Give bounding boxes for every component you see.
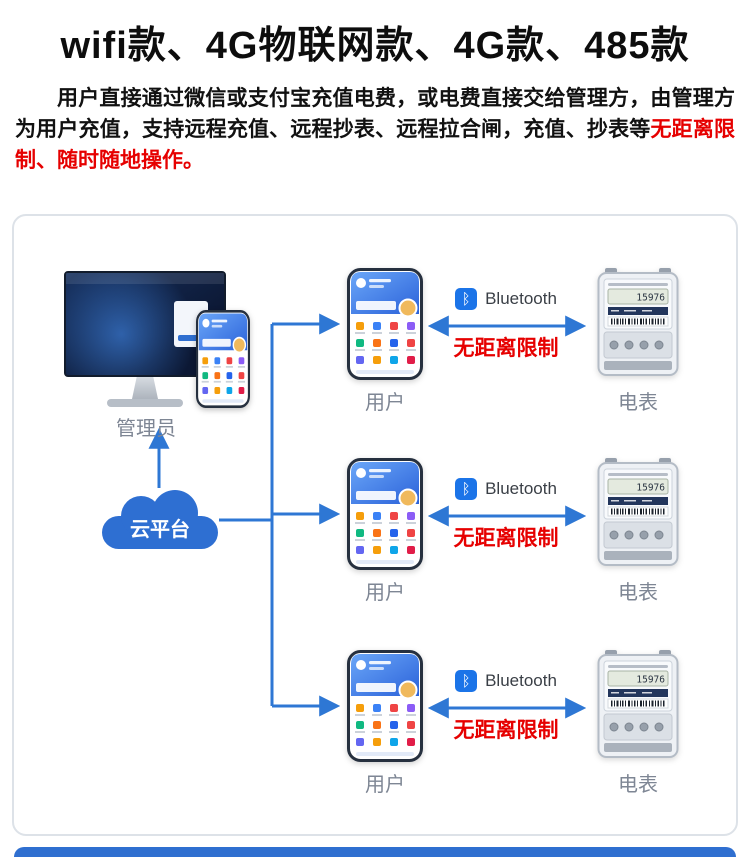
no-distance-limit-label: 无距离限制 bbox=[453, 719, 559, 742]
diagram-row: 用户 ᛒ Bluetooth 无距离限制 15976 电表 bbox=[14, 649, 736, 800]
meter-illustration: 15976 bbox=[597, 267, 679, 380]
intro-highlight-text: 无距离限制、随时随地操作。 bbox=[15, 118, 735, 172]
bluetooth-icon: ᛒ bbox=[455, 670, 478, 692]
intro-paragraph: 用户直接通过微信或支付宝充值电费，或电费直接交给管理方，由管理方为用户充值，支持… bbox=[15, 83, 735, 176]
bluetooth-label: Bluetooth bbox=[485, 289, 557, 308]
bluetooth-row: ᛒ Bluetooth bbox=[416, 286, 596, 312]
monitor-screen-topbar bbox=[66, 273, 224, 284]
diagram-row: 用户 ᛒ Bluetooth 无距离限制 15976 电表 bbox=[14, 457, 736, 608]
no-distance-limit-label: 无距离限制 bbox=[453, 337, 559, 360]
monitor-login-button bbox=[178, 335, 204, 341]
bluetooth-row: ᛒ Bluetooth bbox=[416, 476, 596, 502]
bluetooth-icon: ᛒ bbox=[455, 478, 478, 500]
user-label: 用户 bbox=[365, 582, 405, 604]
user-label: 用户 bbox=[365, 392, 405, 414]
user-phone-illustration bbox=[347, 458, 423, 570]
diagram-panel: 管理员 云平台 用户 ᛒ Bluetooth 无距离限制 15976 电 bbox=[12, 214, 738, 836]
no-distance-limit-label: 无距离限制 bbox=[453, 527, 559, 550]
meter-illustration: 15976 bbox=[597, 457, 679, 570]
cloud-platform: 云平台 bbox=[99, 488, 221, 552]
bluetooth-label: Bluetooth bbox=[485, 479, 557, 498]
cloud-label: 云平台 bbox=[130, 518, 190, 541]
bluetooth-icon: ᛒ bbox=[455, 288, 478, 310]
page-title: wifi款、4G物联网款、4G款、485款 bbox=[60, 25, 690, 67]
bluetooth-label: Bluetooth bbox=[485, 671, 557, 690]
meter-label: 电表 bbox=[618, 774, 658, 796]
monitor-stand-base bbox=[107, 399, 183, 407]
meter-reading: 15976 bbox=[636, 293, 665, 304]
intro-text: 用户直接通过微信或支付宝充值电费，或电费直接交给管理方，由管理方为用户充值，支持… bbox=[15, 87, 735, 141]
next-section-top-edge bbox=[14, 847, 736, 857]
meter-reading: 15976 bbox=[636, 675, 665, 686]
meter-reading: 15976 bbox=[636, 483, 665, 494]
user-phone-illustration bbox=[347, 268, 423, 380]
meter-label: 电表 bbox=[618, 582, 658, 604]
admin-label: 管理员 bbox=[116, 418, 176, 440]
meter-illustration: 15976 bbox=[597, 649, 679, 762]
user-label: 用户 bbox=[365, 774, 405, 796]
user-phone-illustration bbox=[347, 650, 423, 762]
meter-label: 电表 bbox=[618, 392, 658, 414]
cloud-icon bbox=[102, 490, 218, 549]
diagram-row: 用户 ᛒ Bluetooth 无距离限制 15976 电表 bbox=[14, 267, 736, 418]
monitor-stand-neck bbox=[132, 377, 158, 399]
bluetooth-row: ᛒ Bluetooth bbox=[416, 668, 596, 694]
admin-phone-illustration bbox=[195, 310, 251, 408]
